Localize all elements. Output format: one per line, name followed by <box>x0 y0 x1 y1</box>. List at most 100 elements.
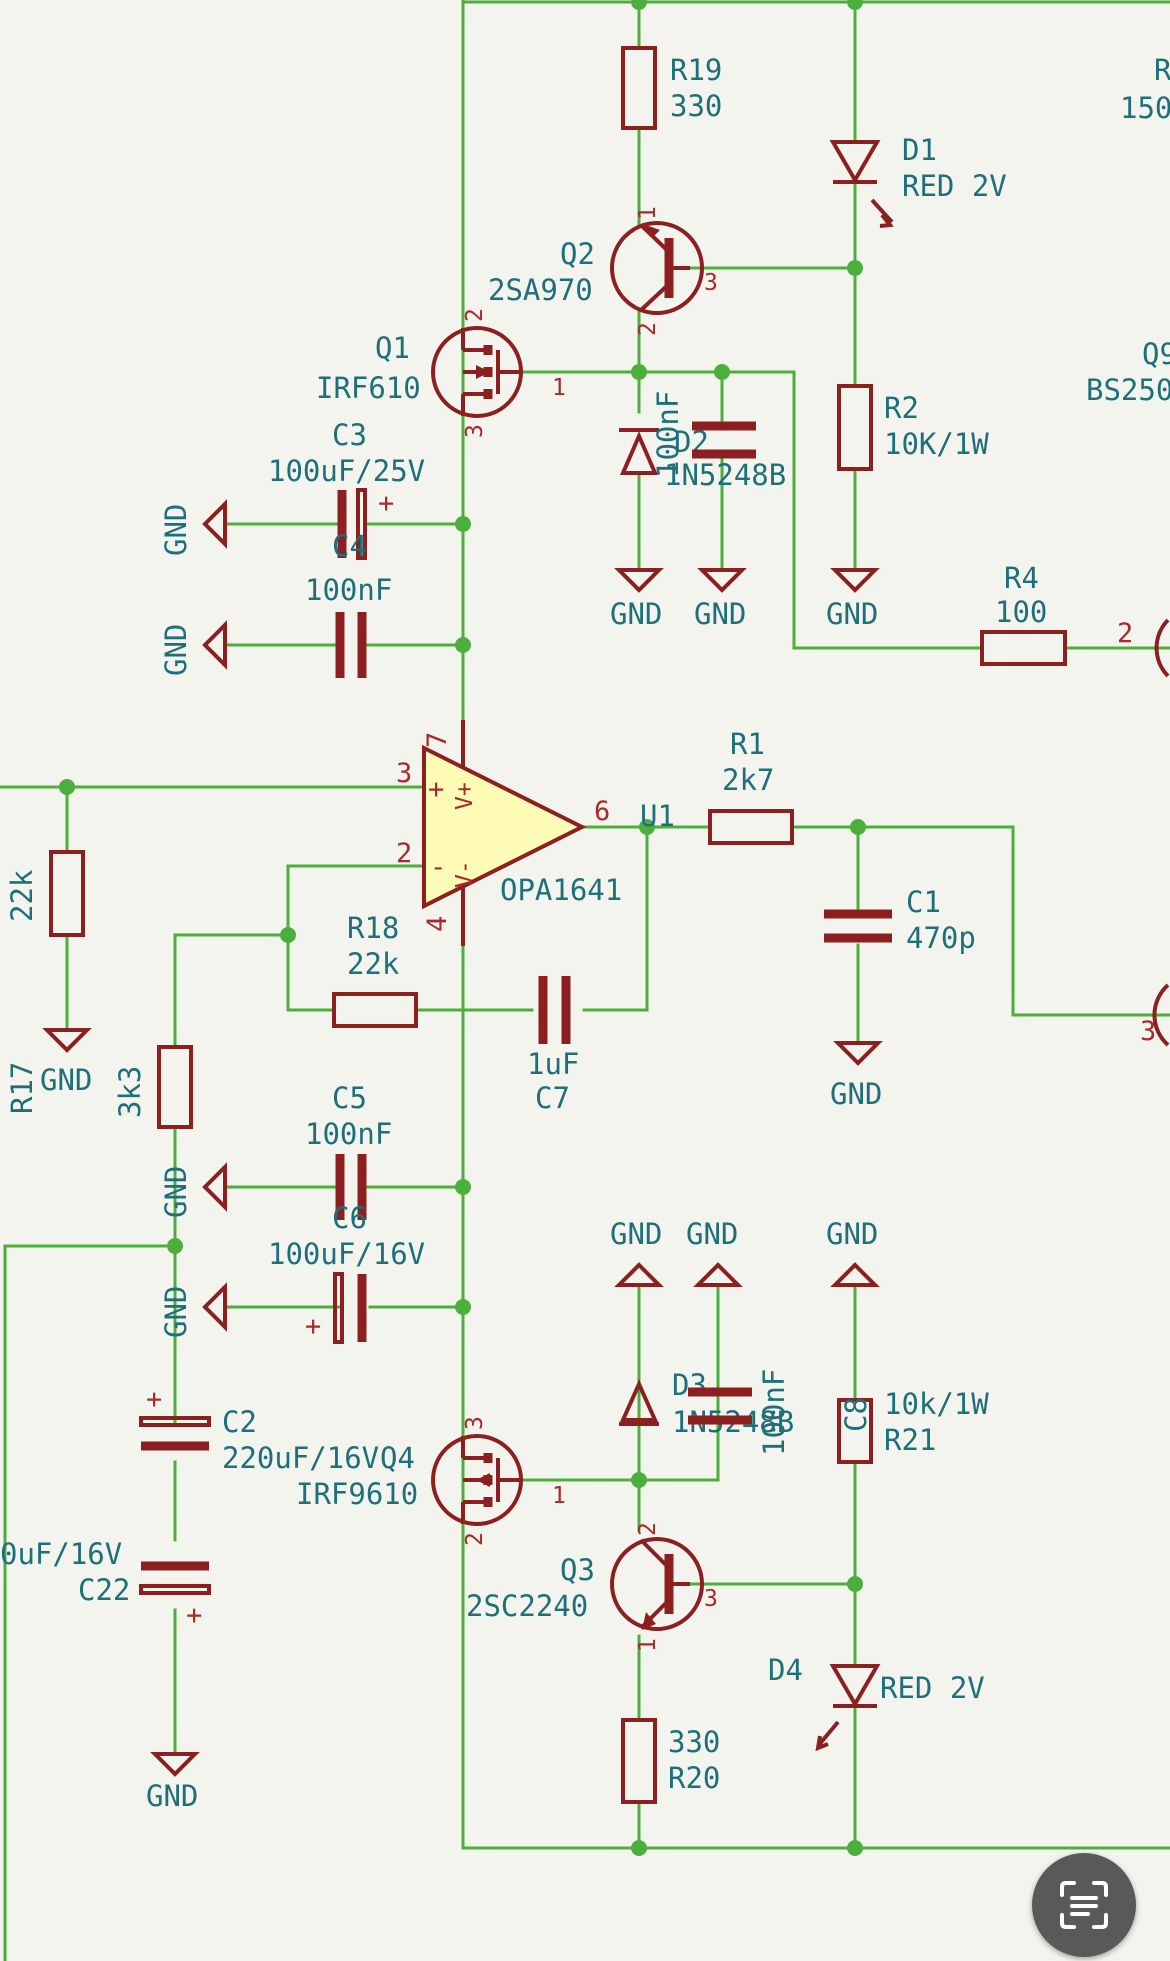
transistor-q2: Q2 2SA970 1 3 2 <box>488 206 718 336</box>
c7-value: 1uF <box>527 1047 579 1081</box>
resistor-r17: 22k R17 <box>5 850 85 1114</box>
gnd-label-c4: GND <box>159 624 193 676</box>
q-partial-ref: Q9 <box>1142 337 1170 371</box>
c3-value: 100uF/25V <box>268 454 425 488</box>
capacitor-c2: + C2 220uF/16V <box>139 1384 379 1475</box>
u1-ref: U1 <box>640 799 675 833</box>
q4-pin1: 1 <box>552 1483 566 1509</box>
u1-pin4: 4 <box>422 916 453 932</box>
q1-pin2: 2 <box>462 308 488 322</box>
transistor-q3: Q3 2SC2240 2 3 1 <box>466 1522 718 1652</box>
gnd-label-c9: GND <box>694 597 746 631</box>
r21-value: 10k/1W <box>884 1387 989 1421</box>
resistor-r21: C8 10k/1W R21 <box>837 1387 989 1464</box>
c2-value: 220uF/16V <box>222 1441 379 1475</box>
gnd-label-d2: GND <box>610 597 662 631</box>
c2-plus: + <box>146 1384 162 1415</box>
u1-value: OPA1641 <box>500 873 622 907</box>
capacitor-c1: C1 470p 3 <box>824 885 1170 1047</box>
c22-value: 0uF/16V <box>0 1537 122 1571</box>
q4-ref: Q4 <box>380 1441 415 1475</box>
c1-ref: C1 <box>906 885 941 919</box>
gnd-label-c1: GND <box>830 1077 882 1111</box>
q2-pin2: 2 <box>635 322 661 336</box>
c10-value: 100nF <box>757 1369 791 1456</box>
d3-ref: D3 <box>672 1368 707 1402</box>
c6-ref: C6 <box>332 1201 367 1235</box>
opamp-u1: 7 4 3 2 6 + - V+ V- U1 OPA1641 <box>396 720 675 946</box>
capacitor-c3: + C3 100uF/25V <box>268 418 425 560</box>
r21-ref: R21 <box>884 1423 936 1457</box>
capacitor-c5: C5 100nF <box>305 1081 392 1220</box>
c7-ref: C7 <box>535 1081 570 1115</box>
gnd-label-c10: GND <box>686 1217 738 1251</box>
gnd-label-c22: GND <box>146 1779 198 1813</box>
r4-out-pin2: 2 <box>1117 618 1133 649</box>
u1-pin6: 6 <box>594 796 610 827</box>
d4-value: RED 2V <box>880 1671 985 1705</box>
q3-value: 2SC2240 <box>466 1589 588 1623</box>
u1-pin3: 3 <box>396 758 412 789</box>
capacitor-c7: 1uF C7 <box>527 976 579 1115</box>
r-partial-ref: R <box>1154 53 1170 87</box>
d2-value: 1N5248B <box>664 458 786 492</box>
out-pin3: 3 <box>1140 1016 1156 1047</box>
q3-pin2: 2 <box>635 1522 661 1536</box>
resistor-r4: R4 100 2 <box>980 561 1170 678</box>
r2-ref: R2 <box>884 391 919 425</box>
r18-value: 22k <box>347 947 400 981</box>
c5-value: 100nF <box>305 1117 392 1151</box>
c9-value: 100nF <box>651 391 685 478</box>
gnd-label-c3: GND <box>159 504 193 556</box>
u1-vminus: V- <box>452 860 478 888</box>
q2-value: 2SA970 <box>488 273 593 307</box>
c8-ref: C8 <box>839 1397 873 1432</box>
u1-minus: - <box>430 852 446 883</box>
r3k3-value: 3k3 <box>113 1066 147 1118</box>
u1-pin7: 7 <box>422 732 453 748</box>
r17-ref: R17 <box>5 1062 39 1114</box>
q2-pin1: 1 <box>635 206 661 220</box>
led-d1: D1 RED 2V <box>829 133 1007 228</box>
r20-ref: R20 <box>668 1761 720 1795</box>
c4-ref: C4 <box>332 529 367 563</box>
q3-pin3: 3 <box>704 1586 718 1612</box>
capacitor-c4: C4 100nF <box>305 529 392 678</box>
resistor-r18: R18 22k <box>332 911 418 1028</box>
c4-value: 100nF <box>305 573 392 607</box>
q1-pin3: 3 <box>462 424 488 438</box>
r-partial-value: 150 <box>1120 91 1170 125</box>
c22-plus: + <box>186 1600 202 1631</box>
q4-pin2: 2 <box>462 1532 488 1546</box>
r4-value: 100 <box>995 595 1047 629</box>
u1-plus: + <box>428 774 444 805</box>
c5-ref: C5 <box>332 1081 367 1115</box>
lens-scan-button[interactable] <box>1032 1853 1136 1957</box>
led-d4: D4 RED 2V <box>768 1653 985 1752</box>
u1-vplus: V+ <box>452 782 478 810</box>
q-partial-value: BS250 <box>1086 373 1170 407</box>
gnd-label-c5: GND <box>159 1166 193 1218</box>
mosfet-q4: Q4 IRF9610 3 1 2 <box>296 1416 566 1546</box>
r4-ref: R4 <box>1004 561 1039 595</box>
d4-ref: D4 <box>768 1653 803 1687</box>
capacitor-c6: + C6 100uF/16V <box>268 1201 425 1344</box>
gnd-label-r17: GND <box>40 1063 92 1097</box>
right-edge-partials: R 150 Q9 BS250 <box>1086 53 1170 407</box>
c22-ref: C22 <box>78 1573 130 1607</box>
r19-ref: R19 <box>670 53 722 87</box>
d1-value: RED 2V <box>902 169 1007 203</box>
resistor-r20: 330 R20 <box>621 1718 720 1804</box>
gnd-label-d3: GND <box>610 1217 662 1251</box>
q4-pin3: 3 <box>462 1416 488 1430</box>
capacitor-c22: + 0uF/16V C22 <box>0 1537 211 1631</box>
capacitor-c10: 100nF <box>688 1369 791 1456</box>
c3-ref: C3 <box>332 418 367 452</box>
r2-value: 10K/1W <box>884 427 989 461</box>
scan-text-icon <box>1060 1881 1108 1929</box>
c2-ref: C2 <box>222 1405 257 1439</box>
r1-ref: R1 <box>730 727 765 761</box>
q1-value: IRF610 <box>316 371 421 405</box>
q4-value: IRF9610 <box>296 1477 418 1511</box>
